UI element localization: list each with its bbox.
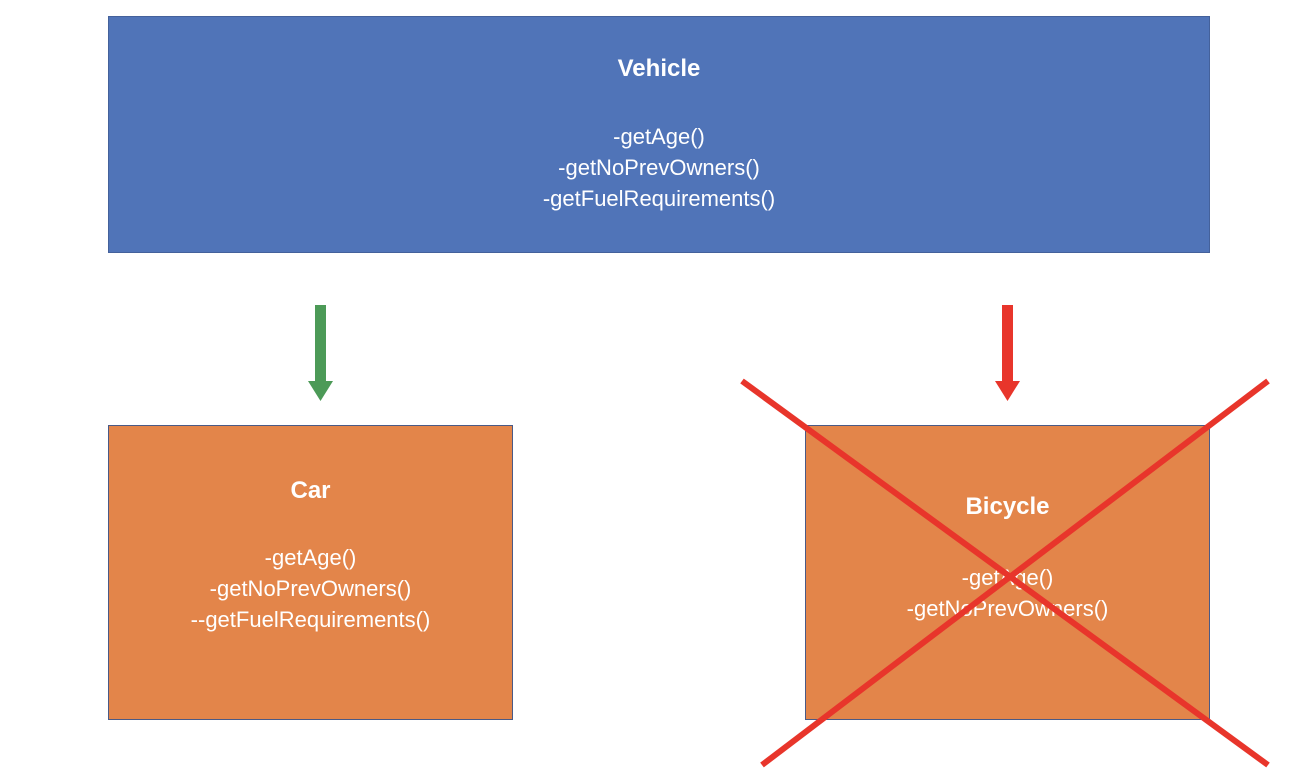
bicycle-method: -getNoPrevOwners() — [906, 596, 1109, 621]
vehicle-method: -getNoPrevOwners() — [558, 155, 760, 180]
car-class-box: Car -getAge() -getNoPrevOwners() --getFu… — [108, 425, 513, 720]
vehicle-method: -getFuelRequirements() — [542, 186, 776, 211]
car-method: -getAge() — [264, 545, 357, 570]
invalid-arrow-head — [995, 381, 1020, 401]
car-class-title: Car — [290, 477, 331, 504]
vehicle-class-title: Vehicle — [617, 55, 701, 82]
bicycle-class-box: Bicycle -getAge() -getNoPrevOwners() — [805, 425, 1210, 720]
bicycle-class-title: Bicycle — [965, 493, 1050, 520]
bicycle-method-list: -getAge() -getNoPrevOwners() — [806, 562, 1209, 624]
car-method: --getFuelRequirements() — [190, 607, 431, 632]
valid-arrow-shaft — [315, 305, 326, 383]
car-method: -getNoPrevOwners() — [209, 576, 412, 601]
invalid-inheritance-arrow — [995, 305, 1020, 401]
car-method-list: -getAge() -getNoPrevOwners() --getFuelRe… — [109, 542, 512, 635]
valid-arrow-head — [308, 381, 333, 401]
valid-inheritance-arrow — [308, 305, 333, 401]
invalid-arrow-shaft — [1002, 305, 1013, 383]
vehicle-method-list: -getAge() -getNoPrevOwners() -getFuelReq… — [109, 121, 1209, 214]
bicycle-method: -getAge() — [961, 565, 1054, 590]
vehicle-method: -getAge() — [613, 124, 705, 149]
vehicle-class-box: Vehicle -getAge() -getNoPrevOwners() -ge… — [108, 16, 1210, 253]
